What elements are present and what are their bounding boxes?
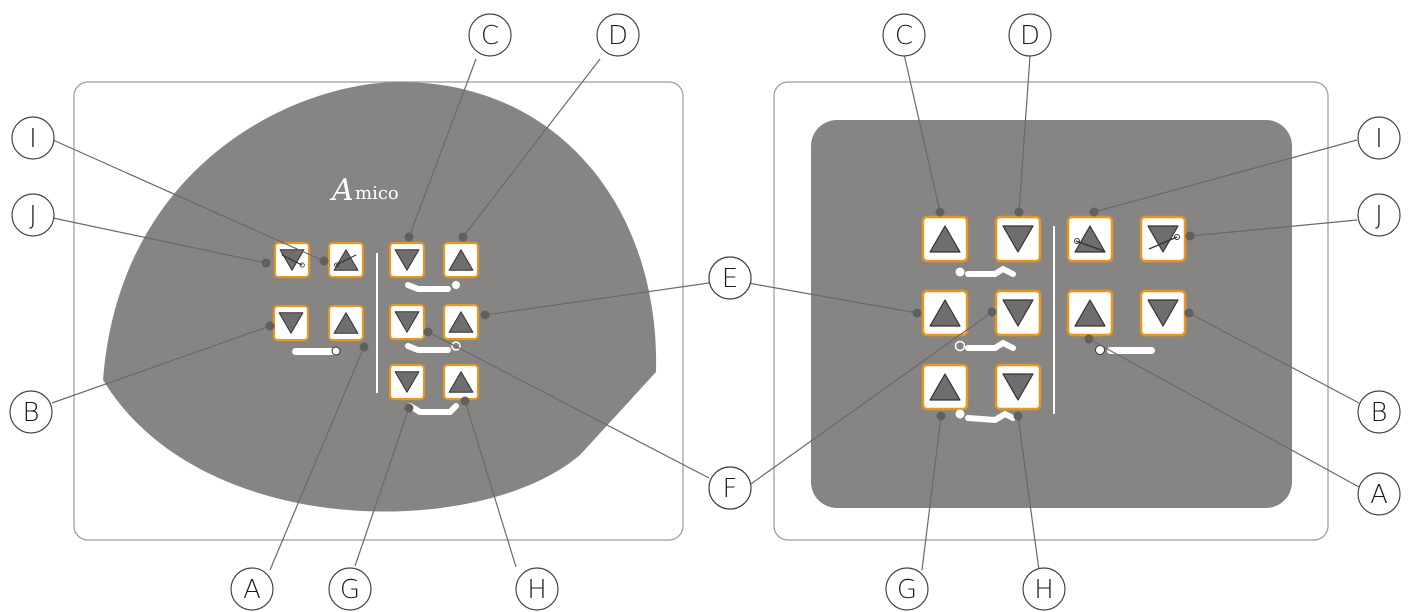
bed-up-button[interactable] [327,304,365,342]
back-up-button[interactable] [442,303,480,341]
right-callout-J: J [1357,193,1401,237]
left-callout-I: I [11,116,55,160]
logo-text: mico [355,183,399,204]
svg-text:J: J [29,201,37,231]
right-callout-C: C [882,13,926,57]
back-down-button[interactable] [994,289,1042,337]
left-leader-lines [51,58,710,571]
right-callout-I: I [1357,116,1401,160]
svg-text:J: J [1375,201,1383,231]
right-callout-dots [912,207,1195,421]
svg-text:A: A [1370,480,1388,510]
head-up-button[interactable] [921,215,969,263]
left-panel-frame [73,81,684,541]
leg-up-button[interactable] [442,363,480,401]
reverse-trendelenburg-button[interactable] [1066,215,1114,263]
back-down-button[interactable] [388,303,426,341]
head-down-button[interactable] [994,215,1042,263]
right-callout-A: A [1357,472,1401,516]
right-callout-G: G [885,567,929,611]
svg-text:I: I [1375,124,1383,154]
right-callout-F: F [708,466,752,510]
leg-down-button[interactable] [994,363,1042,411]
patient-head-icon [955,265,1016,277]
amico-logo: A mico [329,173,399,208]
left-panel: A mico [9,13,752,611]
left-callout-H: H [515,567,559,611]
svg-text:G: G [897,575,917,605]
left-callout-B: B [9,390,53,434]
leg-up-button[interactable] [921,363,969,411]
left-callout-D: D [596,13,640,57]
svg-text:A: A [243,575,261,605]
svg-text:D: D [1020,21,1040,51]
patient-leg-icon [407,403,459,415]
svg-text:I: I [29,124,37,154]
right-callout-H: H [1022,567,1066,611]
right-panel-frame [773,81,1329,541]
svg-text:B: B [22,398,39,428]
right-leader-lines [747,53,1360,571]
left-callout-dots [261,232,490,413]
svg-text:H: H [527,575,547,605]
right-callout-B: B [1357,390,1401,434]
patient-flat-icon [292,346,341,356]
left-callout-A: A [230,567,274,611]
patient-leg-icon [955,409,1016,424]
patient-back-icon [405,341,461,353]
reverse-trendelenburg-button[interactable] [327,241,365,279]
head-down-button[interactable] [388,241,426,279]
right-callout-E: E [708,256,752,300]
svg-text:G: G [340,575,360,605]
patient-back-icon [954,339,1016,352]
back-up-button[interactable] [921,289,969,337]
right-panel-body [811,120,1292,508]
svg-text:C: C [895,21,913,51]
trendelenburg-button[interactable] [1139,215,1187,263]
left-callout-C: C [468,13,512,57]
svg-text:E: E [722,264,738,294]
left-panel-dome [103,82,657,512]
leg-down-button[interactable] [388,363,426,401]
bed-down-button[interactable] [1139,289,1187,337]
head-up-button[interactable] [442,241,480,279]
svg-text:F: F [723,474,738,504]
bed-up-button[interactable] [1066,289,1114,337]
svg-text:H: H [1034,575,1054,605]
right-panel: C D I J E F B A [708,13,1401,611]
logo-letter: A [329,173,354,208]
svg-text:D: D [608,21,628,51]
trendelenburg-button[interactable] [273,241,311,279]
left-callout-G: G [328,567,372,611]
svg-text:C: C [481,21,499,51]
bed-down-button[interactable] [272,304,310,342]
left-callout-J: J [11,193,55,237]
patient-head-icon [405,281,460,292]
right-callout-D: D [1008,13,1052,57]
patient-flat-icon [1095,345,1155,355]
svg-text:B: B [1370,398,1387,428]
